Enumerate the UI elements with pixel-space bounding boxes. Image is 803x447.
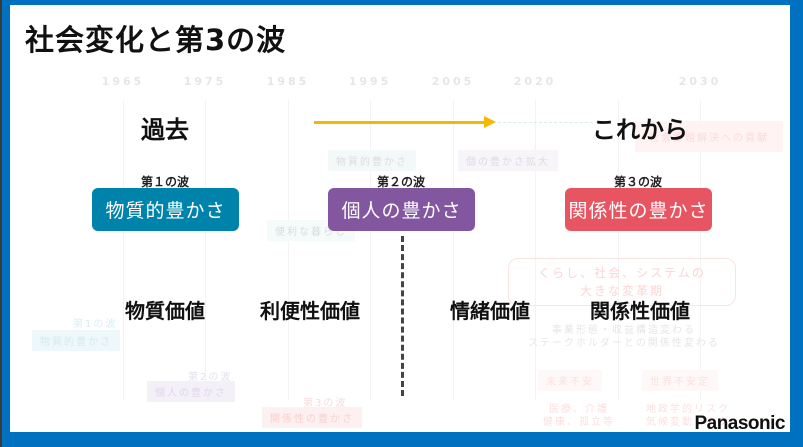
bg-risk2-line2: 気候変動リスク bbox=[646, 417, 730, 428]
bg-wave3: 第3の波 bbox=[303, 398, 348, 409]
year-label: 1975 bbox=[183, 75, 227, 88]
faint-dash bbox=[498, 122, 598, 123]
grid-line bbox=[618, 100, 619, 400]
bg-risk2-line1: 地政学的リスク bbox=[646, 404, 730, 415]
bg-anxiety2: 世界不安定 bbox=[642, 370, 718, 391]
grid-line bbox=[370, 100, 371, 400]
year-label: 2020 bbox=[513, 75, 557, 88]
grid-line bbox=[288, 100, 289, 400]
past-label: 過去 bbox=[141, 116, 189, 144]
slide: 社会変化と第3の波 1965 1975 1985 1995 2005 2020 … bbox=[10, 5, 790, 432]
year-label: 1965 bbox=[101, 75, 145, 88]
bg-business: 事業形態・収益構造変わる ステークホルダーとの関係性変わる bbox=[520, 321, 728, 353]
wave3-label: 第３の波 bbox=[613, 175, 663, 189]
bg-risk1: 医療、介護 健康、孤立等 bbox=[535, 400, 623, 432]
bg-individual: 個の豊かさ拡大 bbox=[458, 150, 558, 171]
bg-transform-line2: 大きな変革期 bbox=[579, 284, 664, 298]
bg-business-line1: 事業形態・収益構造変わる bbox=[551, 325, 696, 336]
grid-line bbox=[453, 100, 454, 400]
bg-wave2: 第2の波 bbox=[188, 372, 233, 383]
bg-risk2: 地政学的リスク 気候変動リスク bbox=[638, 400, 738, 432]
value-relational: 関係性価値 bbox=[590, 299, 690, 323]
slide-title: 社会変化と第3の波 bbox=[25, 23, 287, 57]
value-material: 物質価値 bbox=[125, 299, 205, 323]
wave1-label: 第１の波 bbox=[140, 175, 190, 189]
bg-wave1: 第1の波 bbox=[73, 319, 118, 330]
year-label: 2030 bbox=[678, 75, 722, 88]
panasonic-logo: Panasonic bbox=[694, 413, 785, 432]
bg-anxiety1: 未来不安 bbox=[538, 370, 602, 391]
bg-risk1-line2: 健康、孤立等 bbox=[543, 417, 615, 428]
bg-business-line2: ステークホルダーとの関係性変わる bbox=[528, 338, 720, 349]
grid-line bbox=[123, 100, 124, 400]
bg-transform-box: くらし、社会、システムの 大きな変革期 bbox=[508, 258, 736, 306]
bg-wave3-label: 関係性の豊かさ bbox=[262, 407, 362, 428]
grid-line bbox=[535, 100, 536, 400]
bg-material: 物質的豊かさ bbox=[328, 150, 416, 171]
wave3-box: 関係性の豊かさ bbox=[565, 188, 712, 231]
bg-risk1-line1: 医療、介護 bbox=[549, 404, 609, 415]
year-label: 2005 bbox=[431, 75, 475, 88]
year-label: 1985 bbox=[266, 75, 310, 88]
divider-dashed-line bbox=[401, 236, 404, 396]
bg-transform-line1: くらし、社会、システムの bbox=[538, 266, 706, 280]
timeline-arrow bbox=[314, 121, 486, 124]
wave1-box: 物質的豊かさ bbox=[92, 188, 239, 231]
wave2-box: 個人の豊かさ bbox=[328, 188, 475, 231]
year-label: 1995 bbox=[348, 75, 392, 88]
arrow-head-icon bbox=[484, 116, 496, 128]
future-label: これから bbox=[592, 116, 688, 144]
value-convenience: 利便性価値 bbox=[260, 299, 360, 323]
wave2-label: 第２の波 bbox=[376, 175, 426, 189]
grid-line bbox=[205, 100, 206, 400]
bg-wave2-label: 個人の豊かさ bbox=[147, 381, 235, 402]
bg-wave1-label: 物質的豊かさ bbox=[32, 330, 120, 351]
grid-line bbox=[700, 100, 701, 400]
window-edge bbox=[0, 0, 2, 447]
value-emotional: 情緒価値 bbox=[450, 299, 530, 323]
bg-social: 社会課題解決への貢献 bbox=[635, 121, 783, 152]
